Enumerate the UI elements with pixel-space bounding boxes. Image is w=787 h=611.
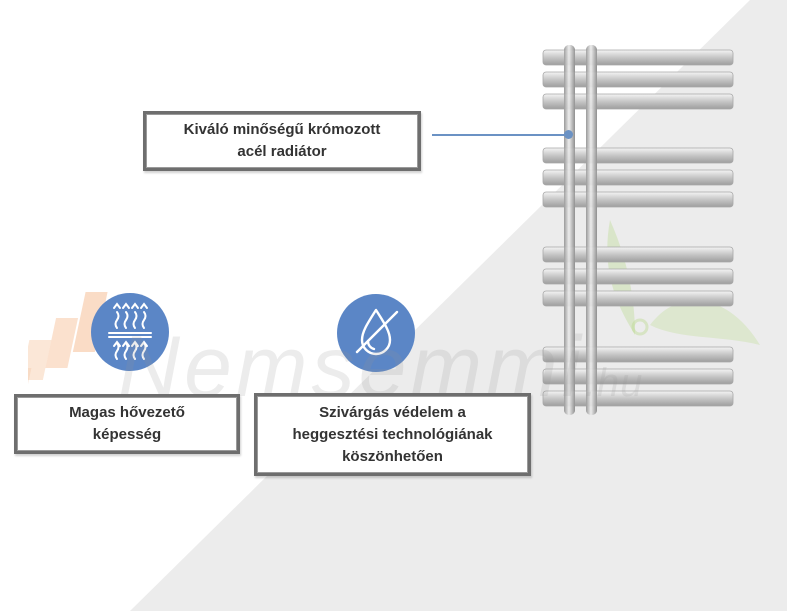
callout-text-line: Magas hővezető [69, 404, 185, 421]
callout-leak-protection: Szivárgás védelem a heggesztési technoló… [254, 393, 531, 476]
callout-leader-line [432, 134, 568, 136]
watermark-suffix: .hu [584, 361, 644, 405]
heat-badge [91, 293, 169, 371]
radiator-image [542, 45, 734, 415]
callout-text-line: köszönhetően [342, 447, 443, 465]
callout-text-line: Szivárgás védelem a [319, 403, 466, 421]
callout-heat-conduction: Magas hővezető képesség [14, 394, 240, 454]
radiator-pipe [586, 45, 597, 415]
callout-text-line: képesség [92, 426, 162, 443]
leader-dot [564, 130, 573, 139]
callout-text-line: Kiváló minőségű krómozott [183, 121, 381, 138]
crossed-water-drop-icon [355, 308, 399, 356]
leak-badge [337, 294, 415, 372]
callout-chrome-quality: Kiváló minőségű krómozott acél radiátor [143, 111, 421, 171]
heat-conduction-icon [108, 302, 152, 360]
callout-text-line: heggesztési technológiának [292, 425, 493, 443]
callout-text-line: acél radiátor [237, 143, 327, 160]
